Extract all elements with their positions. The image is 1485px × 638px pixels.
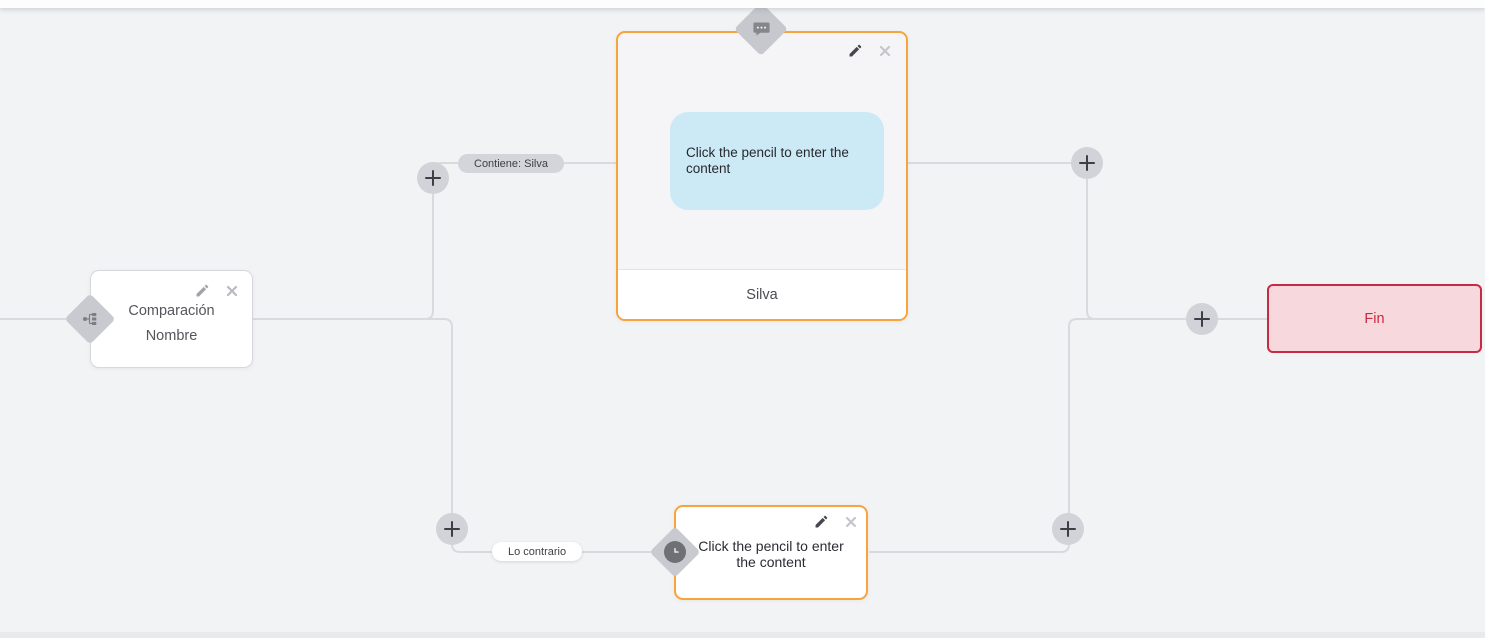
plus-icon [1194, 311, 1210, 327]
message-node-name: Silva [746, 286, 778, 303]
add-node-button[interactable] [1071, 147, 1103, 179]
action-node-port[interactable] [649, 526, 701, 578]
close-icon[interactable] [878, 44, 892, 58]
plus-icon [1060, 521, 1076, 537]
edge-action-to-end [869, 318, 1267, 553]
speech-bubble-icon [752, 21, 770, 37]
plus-icon [425, 170, 441, 186]
canvas-bottom-strip [0, 632, 1485, 638]
plus-icon [444, 521, 460, 537]
condition-node[interactable]: Comparación Nombre [90, 270, 253, 368]
message-node-footer: Silva [618, 269, 906, 319]
clock-icon [664, 541, 686, 563]
edit-pencil-icon[interactable] [195, 284, 209, 298]
plus-icon [1079, 155, 1095, 171]
add-node-button[interactable] [1052, 513, 1084, 545]
edge-message-to-end [908, 162, 1267, 320]
edge-label-match-text: Contiene: Silva [474, 157, 548, 170]
edit-pencil-icon[interactable] [848, 44, 862, 58]
close-icon[interactable] [844, 515, 858, 529]
edge-label-match[interactable]: Contiene: Silva [458, 154, 564, 173]
action-placeholder-text: Click the pencil to enter the content [698, 538, 844, 570]
message-placeholder-text: Click the pencil to enter the content [686, 145, 849, 176]
add-node-button[interactable] [1186, 303, 1218, 335]
action-node[interactable]: Click the pencil to enter the content [674, 505, 868, 600]
end-node[interactable]: Fin [1267, 284, 1482, 353]
close-icon[interactable] [225, 284, 239, 298]
add-node-button[interactable] [417, 162, 449, 194]
edge-condition-to-action [253, 318, 659, 553]
condition-node-title: Comparación Nombre [91, 299, 252, 349]
edit-pencil-icon[interactable] [814, 515, 828, 529]
toolbar-shadow-strip [0, 0, 1485, 8]
condition-title-line1: Comparación [128, 303, 215, 319]
message-node-port[interactable] [734, 2, 788, 56]
edge-label-otherwise[interactable]: Lo contrario [492, 542, 583, 561]
end-node-label: Fin [1364, 310, 1385, 327]
condition-node-port[interactable] [64, 293, 116, 345]
condition-title-line2: Nombre [145, 328, 198, 344]
message-node[interactable]: Click the pencil to enter the content Si… [616, 31, 908, 321]
message-bubble: Click the pencil to enter the content [670, 112, 884, 210]
edge-label-otherwise-text: Lo contrario [508, 545, 567, 558]
sitemap-icon [82, 311, 98, 327]
add-node-button[interactable] [436, 513, 468, 545]
